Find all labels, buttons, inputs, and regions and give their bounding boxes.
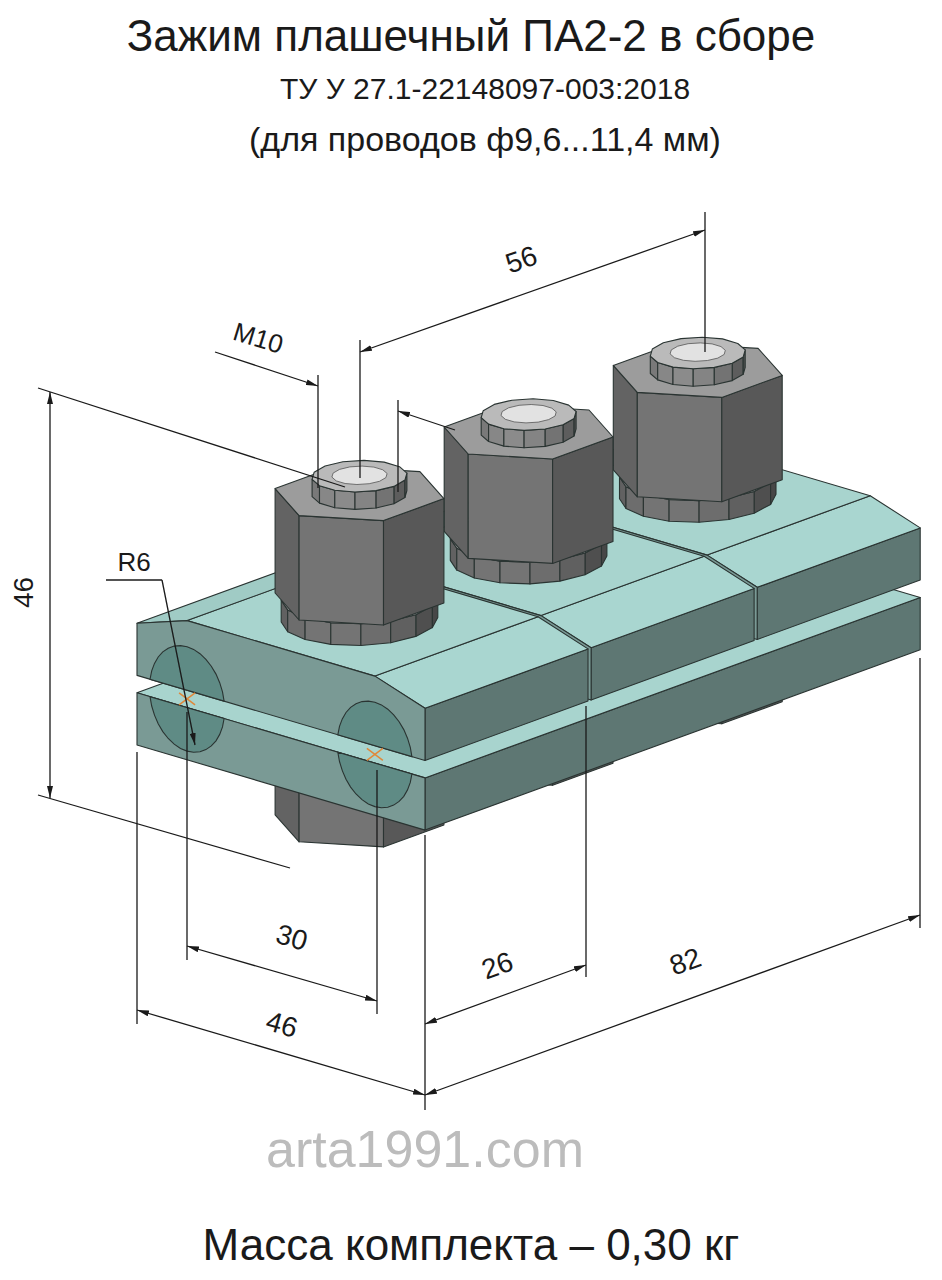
extension-line	[424, 835, 425, 1110]
extension-line	[704, 212, 705, 352]
subtitle: (для проводов ф9,6...11,4 мм)	[249, 121, 721, 158]
watermark: arta1991.com	[266, 1121, 584, 1178]
extension-line	[136, 752, 137, 1024]
wire-groove	[338, 701, 412, 757]
title: Зажим плашечный ПА2-2 в сборе	[127, 12, 815, 60]
spring-washer	[669, 500, 699, 523]
wire-groove	[150, 646, 224, 702]
extension-line	[38, 388, 345, 487]
extension-line	[359, 340, 360, 478]
subtitle: ТУ У 27.1-22148097-003:2018	[280, 72, 690, 105]
extension-line	[397, 400, 398, 492]
extension-line	[919, 658, 920, 928]
dimension-label: 30	[270, 918, 314, 958]
bolt-end	[693, 367, 714, 386]
dimension-label: 82	[663, 941, 708, 983]
extension-line	[38, 795, 290, 868]
bolt-end	[650, 337, 745, 369]
dimension-label: 56	[499, 239, 544, 280]
dimension-line	[425, 915, 920, 1095]
hex-nut	[299, 516, 383, 625]
bolt-end	[355, 491, 376, 510]
wire-groove	[338, 752, 412, 808]
bolt-end	[481, 399, 576, 431]
extension-line	[317, 375, 318, 488]
bolt-end	[673, 367, 693, 386]
dimension-line	[215, 352, 318, 386]
hex-nut	[613, 343, 782, 397]
bolt-end	[504, 429, 524, 448]
dimension-label: 46	[260, 1005, 304, 1045]
center-mark	[367, 748, 383, 760]
caption: Масса комплекта – 0,30 кг	[203, 1221, 740, 1269]
dimension-label: 46	[10, 573, 41, 610]
bolt-end	[335, 490, 355, 509]
extension-line	[376, 770, 377, 1014]
bolt-end	[524, 429, 545, 448]
dimension-line	[187, 946, 377, 1001]
dimension-label: R6	[114, 548, 153, 577]
dimension-line	[360, 230, 705, 352]
hex-nut	[468, 454, 552, 563]
bolt-end-dome	[501, 405, 556, 423]
hex-nut	[444, 405, 613, 459]
spring-washer	[331, 623, 361, 646]
dimension-line	[398, 411, 455, 430]
dimension-line	[49, 392, 50, 798]
upper-plate-segment	[137, 621, 425, 761]
dimension-label: M10	[227, 316, 289, 360]
extension-line	[186, 712, 187, 960]
extension-line	[585, 706, 586, 977]
leader-line	[106, 579, 162, 580]
dimension-label: 26	[475, 945, 520, 987]
hex-nut	[637, 392, 722, 501]
bolt-end-dome	[670, 343, 725, 361]
leader-line	[162, 580, 195, 745]
spring-washer	[500, 561, 530, 584]
